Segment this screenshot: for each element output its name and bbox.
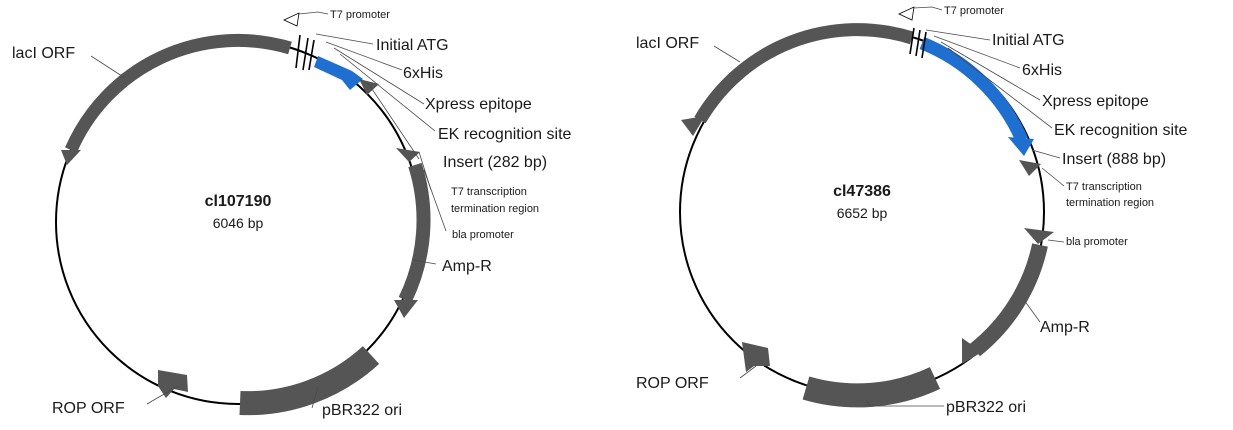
leader-t7-promoter-2	[913, 6, 943, 11]
label-t7-term-line2-2: termination region	[1066, 197, 1154, 209]
label-bla-promoter-1: bla promoter	[452, 229, 514, 241]
lacl-orf-feature-2	[694, 23, 914, 124]
label-rop-orf-1: ROP ORF	[52, 400, 125, 417]
label-6xhis-2: 6xHis	[1022, 62, 1062, 79]
plasmid-size-2: 6652 bp	[837, 205, 888, 221]
rop-orf-feature-2	[742, 342, 770, 372]
t7-promoter-flag-1	[283, 12, 300, 27]
rop-orf-feature-1	[158, 370, 188, 398]
leader-lacl-orf-1	[90, 55, 126, 79]
leader-xpress-1	[333, 47, 425, 105]
plasmid-name-1: cl107190	[205, 193, 272, 210]
atg-tick-1	[302, 37, 309, 71]
label-bla-promoter-2: bla promoter	[1066, 236, 1128, 248]
leader-amp-r-2	[1023, 299, 1041, 323]
ek-site-feature-1	[359, 79, 379, 95]
t7-promoter-tick-2	[909, 27, 915, 55]
insert-arrowhead-2	[1008, 137, 1034, 156]
leader-t7-term-2	[1041, 167, 1065, 187]
his-tick-2	[921, 31, 927, 59]
leader-xpress-2	[940, 41, 1041, 101]
label-initial-atg-1: Initial ATG	[376, 37, 449, 54]
label-t7-term-line1-2: T7 transcription	[1066, 181, 1142, 193]
label-insert-1: Insert (282 bp)	[443, 154, 547, 171]
label-rop-orf-2: ROP ORF	[636, 375, 709, 392]
label-ek-site-2: EK recognition site	[1054, 122, 1188, 139]
label-t7-term-line2-1: termination region	[451, 203, 539, 215]
label-lacl-orf-2: lacI ORF	[636, 35, 699, 52]
bla-promoter-feature-2	[1024, 228, 1054, 244]
leader-ek-site-1	[339, 53, 436, 132]
atg-tick-2	[915, 29, 921, 57]
label-t7-promoter-2: T7 promoter	[944, 5, 1004, 17]
leader-6xhis-2	[933, 35, 1021, 69]
t7-promoter-tick-1	[295, 34, 301, 69]
his-tick-1	[308, 39, 315, 71]
label-amp-r-2: Amp-R	[1040, 319, 1090, 336]
insert-feature-1	[314, 56, 363, 90]
amp-r-arrowhead-1	[394, 300, 418, 318]
leader-t7-promoter-1	[298, 11, 329, 15]
insert-feature-2	[919, 36, 1028, 143]
label-ek-site-1: EK recognition site	[438, 126, 572, 143]
label-amp-r-1: Amp-R	[442, 258, 492, 275]
label-pbr322-ori-1: pBR322 ori	[322, 402, 402, 419]
label-6xhis-1: 6xHis	[403, 65, 443, 82]
lacl-orf-feature-1	[65, 33, 292, 153]
label-t7-promoter-1: T7 promoter	[330, 9, 390, 21]
leader-rop-orf-2	[739, 365, 757, 379]
lacl-orf-arrowhead-1	[61, 150, 81, 165]
label-xpress-2: Xpress epitope	[1042, 93, 1149, 110]
leader-insert-1	[367, 82, 420, 160]
label-lacl-orf-1: lacI ORF	[12, 45, 75, 62]
label-t7-term-line1-1: T7 transcription	[451, 186, 527, 198]
leader-pbr322-ori-1	[311, 386, 319, 409]
leader-bla-promoter-2	[1047, 239, 1065, 243]
amp-r-arrowhead-2	[962, 338, 982, 364]
label-xpress-1: Xpress epitope	[425, 96, 532, 113]
pbr322-ori-feature-1	[239, 346, 380, 416]
amp-r-feature-1	[398, 162, 431, 304]
leader-amp-r-1	[412, 259, 437, 265]
plasmid-name-2: cl47386	[833, 183, 891, 200]
leader-ek-site-2	[947, 47, 1053, 129]
label-initial-atg-2: Initial ATG	[992, 32, 1065, 49]
amp-r-feature-2	[969, 243, 1048, 357]
plasmid-map-2: T7 promoter Initial ATG 6xHis Xpress epi…	[636, 5, 1188, 416]
t7-promoter-flag-2	[898, 6, 915, 21]
pbr322-ori-feature-2	[802, 367, 941, 408]
leader-initial-atg-1	[315, 33, 374, 45]
leader-rop-orf-1	[146, 385, 179, 405]
label-pbr322-ori-2: pBR322 ori	[946, 399, 1026, 416]
leader-initial-atg-2	[925, 29, 991, 41]
leader-6xhis-1	[325, 41, 403, 71]
leader-insert-2	[1031, 149, 1061, 159]
leader-lacl-orf-2	[713, 45, 741, 63]
leader-pbr322-ori-2	[865, 399, 944, 407]
plasmid-size-1: 6046 bp	[213, 215, 264, 231]
lacl-orf-arrowhead-2	[681, 116, 705, 136]
ek-site-feature-2	[1019, 160, 1041, 176]
leader-bla-promoter-1	[423, 169, 447, 232]
label-insert-2: Insert (888 bp)	[1062, 151, 1166, 168]
plasmid-map-1: T7 promoter Initial ATG 6xHis Xpress epi…	[12, 9, 572, 419]
